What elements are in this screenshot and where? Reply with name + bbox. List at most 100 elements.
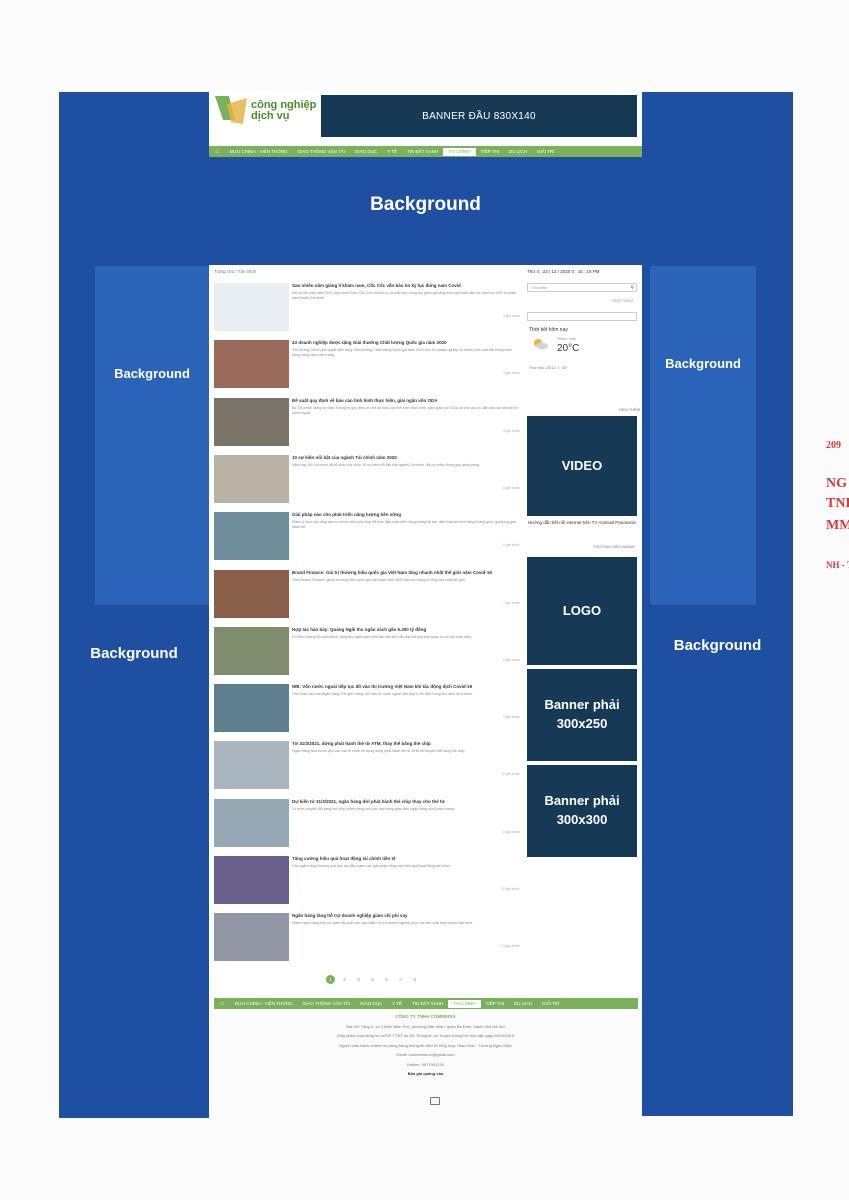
article-item[interactable]: Ngân hàng tăng hỗ trợ doanh nghiệp giảm …: [214, 913, 520, 963]
nav-item[interactable]: GIÁO DỤC: [354, 149, 378, 154]
article-thumbnail[interactable]: [214, 627, 289, 675]
footer-line: Người chịu trách nhiệm nội dung trang th…: [339, 1042, 512, 1048]
article-thumbnail[interactable]: [214, 398, 289, 446]
email-icon[interactable]: [430, 1097, 440, 1105]
article-thumbnail[interactable]: [214, 799, 289, 847]
article-thumbnail[interactable]: [214, 741, 289, 789]
article-snippet: Nhiều ngân hàng tiếp tục giảm lãi suất c…: [292, 921, 473, 925]
article-title[interactable]: 10 sự kiện nổi bật của ngành Tài chính n…: [292, 455, 397, 460]
article-time: 6 giờ trước: [503, 543, 520, 547]
page-link[interactable]: »|: [412, 977, 417, 982]
article-title[interactable]: WB: Vốn nước ngoài tiếp tục đổ vào thị t…: [292, 684, 473, 689]
article-item[interactable]: Từ 31/3/2021, dừng phát hành thẻ từ ATM,…: [214, 741, 520, 791]
ads-price-link[interactable]: Bảo giá quảng cáo: [407, 1071, 444, 1076]
article-snippet: Ngân hàng Nhà nước yêu cầu các tổ chức t…: [292, 749, 466, 753]
article-title[interactable]: Giải pháp nào cho phát triển năng lượng …: [292, 512, 401, 517]
article-title[interactable]: Sao nhiều năm giảng lí khảm nam, Cốc Cốc…: [292, 283, 461, 288]
home-icon[interactable]: ⌂: [220, 1000, 224, 1007]
nav-item[interactable]: TIẾP THỊ: [485, 1001, 504, 1006]
article-item[interactable]: 10 sự kiện nổi bật của ngành Tài chính n…: [214, 455, 520, 505]
nav-item[interactable]: Y TẾ: [392, 1001, 402, 1006]
nav-item[interactable]: GIAO THÔNG VẬN TẢI: [302, 1001, 350, 1006]
nav-item-active[interactable]: TÀI CHÍNH: [443, 147, 476, 156]
article-title[interactable]: Hợp tác hàn bày: Quảng Ngãi thu ngân sác…: [292, 627, 427, 632]
article-title[interactable]: Tăng cường hiệu quả hoạt động tài chính …: [292, 856, 396, 861]
article-item[interactable]: Sao nhiều năm giảng lí khảm nam, Cốc Cốc…: [214, 283, 520, 333]
banner-right-300x300[interactable]: Banner phải 300x300: [527, 765, 637, 857]
stamp-text: NH - T: [826, 560, 849, 570]
article-thumbnail[interactable]: [214, 684, 289, 732]
page-link[interactable]: 4: [371, 977, 374, 982]
search-icon[interactable]: ⚲: [630, 285, 634, 291]
category-select[interactable]: [527, 312, 637, 321]
nav-item[interactable]: TIN ĐẤT XANH: [411, 1001, 444, 1006]
weather-cloud-icon: [534, 339, 548, 350]
article-item[interactable]: WB: Vốn nước ngoài tiếp tục đổ vào thị t…: [214, 684, 520, 734]
article-time: 10 giờ trước: [501, 772, 520, 776]
nav-item[interactable]: BƯU CHÍNH - VIỄN THÔNG: [235, 1001, 293, 1006]
nav-item[interactable]: GIÁO DỤC: [359, 1001, 383, 1006]
article-item[interactable]: Hợp tác hàn bày: Quảng Ngãi thu ngân sác…: [214, 627, 520, 677]
article-snippet: Theo Brand Finance, giá trị thương hiệu …: [292, 578, 467, 582]
article-title[interactable]: Ngân hàng tăng hỗ trợ doanh nghiệp giảm …: [292, 913, 408, 918]
page-link[interactable]: 2: [343, 977, 346, 982]
article-thumbnail[interactable]: [214, 455, 289, 503]
article-title[interactable]: 43 doanh nghiệp được tặng Giải thưởng Ch…: [292, 340, 447, 345]
footer-line: Hotline: 0971901219: [407, 1061, 444, 1067]
article-item[interactable]: Tăng cường hiệu quả hoạt động tài chính …: [214, 856, 520, 906]
nav-item-active[interactable]: TÀI CHÍNH: [448, 999, 481, 1008]
more-link[interactable]: XEM THÊM: [612, 298, 634, 303]
more-news-link[interactable]: THƯƠNG HIỆU MẠNH: [593, 544, 635, 549]
article-snippet: Các ngân hàng thương mại tiếp tục đẩy mạ…: [292, 864, 451, 868]
article-thumbnail[interactable]: [214, 340, 289, 388]
article-title[interactable]: Đề xuất quy định về bảo cáo tình hình th…: [292, 398, 438, 403]
article-thumbnail[interactable]: [214, 913, 289, 961]
nav-item[interactable]: GIAO THÔNG VẬN TẢI: [297, 149, 345, 154]
article-title[interactable]: Từ 31/3/2021, dừng phát hành thẻ từ ATM,…: [292, 741, 431, 746]
nav-item[interactable]: Y TẾ: [387, 149, 397, 154]
weather-title: Thời tiết hôm nay: [529, 327, 568, 333]
background-left-inner: Background: [95, 266, 209, 605]
article-title[interactable]: Brand Finance: Giá trị thương hiệu quốc …: [292, 570, 492, 575]
video-caption[interactable]: Hướng dẫn kết nối internet trên TV Andro…: [527, 520, 637, 525]
article-thumbnail[interactable]: [214, 283, 289, 331]
video-box[interactable]: VIDEO: [527, 416, 637, 516]
article-item[interactable]: Giải pháp nào cho phát triển năng lượng …: [214, 512, 520, 562]
background-label: Background: [90, 645, 178, 662]
weather-footer: Thứ Hai, 23/12 ☼ 20°: [529, 365, 568, 370]
banner-right-300x250[interactable]: Banner phải 300x250: [527, 669, 637, 761]
background-label: Background: [665, 356, 741, 371]
page-link[interactable]: »: [399, 977, 402, 982]
background-right-inner: Background: [650, 266, 756, 605]
nav-item[interactable]: GIẢI TRÍ: [537, 149, 555, 154]
article-item[interactable]: Dự kiến từ 31/3/2021, ngân hàng dời phát…: [214, 799, 520, 849]
article-title[interactable]: Dự kiến từ 31/3/2021, ngân hàng dời phát…: [292, 799, 445, 804]
nav-item[interactable]: TIN ĐẤT XANH: [406, 149, 439, 154]
page-link[interactable]: 3: [357, 977, 360, 982]
date-display: Thứ 4 , 23 / 12 / 2020 0 : 15 : 16 PM: [527, 269, 600, 274]
article-thumbnail[interactable]: [214, 570, 289, 618]
page-link[interactable]: 5: [385, 977, 388, 982]
article-item[interactable]: Brand Finance: Giá trị thương hiệu quốc …: [214, 570, 520, 620]
article-item[interactable]: 43 doanh nghiệp được tặng Giải thưởng Ch…: [214, 340, 520, 390]
footer-line[interactable]: Email: commedia.vn@gmail.com: [396, 1052, 455, 1057]
article-time: 11 giờ trước: [501, 830, 520, 834]
site-logo[interactable]: công nghiệp dịch vụ: [213, 94, 317, 130]
breadcrumb[interactable]: Trang chủ / Tài chính: [214, 269, 257, 274]
nav-item[interactable]: TIẾP THỊ: [480, 149, 499, 154]
more-link[interactable]: XEM THÊM: [619, 407, 641, 412]
nav-item[interactable]: DU LỊCH: [513, 1001, 532, 1006]
logo-box[interactable]: LOGO: [527, 557, 637, 665]
article-snippet: Theo báo cáo của Ngân hàng Thế giới, dòn…: [292, 692, 473, 696]
home-icon[interactable]: ⌂: [215, 148, 219, 155]
banner-top[interactable]: BANNER ĐẦU 830X140: [321, 95, 637, 137]
nav-item[interactable]: DU LỊCH: [508, 149, 527, 154]
article-item[interactable]: Đề xuất quy định về bảo cáo tình hình th…: [214, 398, 520, 448]
article-time: 3 giờ trước: [503, 371, 520, 375]
article-thumbnail[interactable]: [214, 856, 289, 904]
nav-item[interactable]: BƯU CHÍNH - VIỄN THÔNG: [230, 149, 288, 154]
article-thumbnail[interactable]: [214, 512, 289, 560]
page-link[interactable]: 1: [326, 975, 335, 984]
search-input[interactable]: Tìm kiếm ⚲: [527, 283, 637, 292]
nav-item[interactable]: GIẢI TRÍ: [542, 1001, 560, 1006]
